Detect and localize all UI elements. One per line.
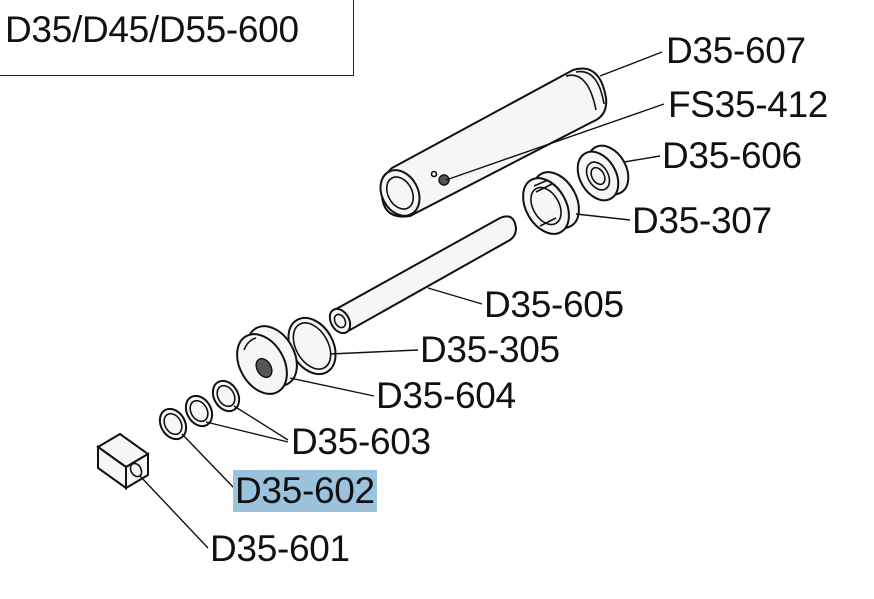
part-d35-603-rings — [184, 379, 241, 428]
diagram-title: D35/D45/D55-600 — [5, 9, 299, 50]
part-d35-602-ring — [158, 407, 188, 441]
label-d35-604: D35-604 — [376, 375, 516, 416]
label-d35-603: D35-603 — [291, 421, 431, 462]
label-d35-605: D35-605 — [484, 284, 624, 325]
label-d35-307: D35-307 — [632, 200, 772, 241]
label-d35-607: D35-607 — [666, 30, 806, 71]
label-d35-305: D35-305 — [420, 329, 560, 370]
label-fs35-412: FS35-412 — [668, 84, 829, 125]
label-d35-606: D35-606 — [662, 135, 802, 176]
title-box: D35/D45/D55-600 — [0, 0, 354, 76]
part-d35-307 — [522, 171, 580, 235]
part-d35-605-rod — [328, 215, 518, 335]
leader-lines — [139, 51, 665, 549]
part-d35-604-piston — [236, 325, 298, 395]
part-d35-607-tube — [379, 67, 608, 218]
part-d35-601-block — [96, 432, 150, 490]
part-fs35-412-screw — [430, 170, 450, 186]
label-d35-601: D35-601 — [210, 528, 350, 569]
part-d35-606 — [576, 144, 630, 202]
label-d35-602: D35-602 — [233, 470, 377, 512]
